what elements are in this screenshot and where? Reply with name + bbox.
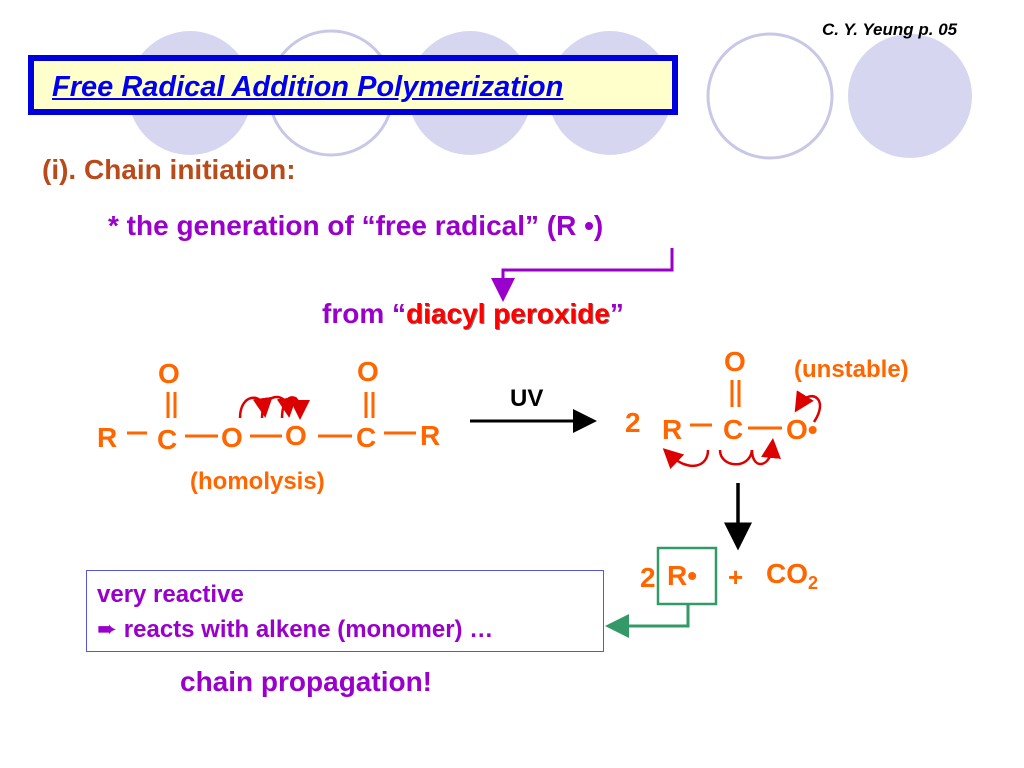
co2-text: CO [766, 558, 808, 589]
peroxide-C-right: C [356, 422, 377, 453]
unstable-label: (unstable) [794, 356, 909, 383]
from-diacyl-peroxide: from “diacyl peroxide” [322, 298, 624, 330]
arrow-right-icon: ➨ [97, 616, 118, 643]
diacyl-peroxide-highlight: diacyl peroxide [406, 298, 610, 329]
peroxide-O1: O [221, 422, 243, 453]
peroxide-O-top-left: O [158, 358, 180, 389]
acyloxy-coefficient: 2 [625, 407, 641, 438]
bg-circle-filled [848, 34, 972, 158]
product-plus: + [728, 562, 744, 592]
purple-elbow-arrow [491, 248, 674, 302]
peroxide-R-right: R [420, 420, 441, 451]
very-reactive-text: very reactive [97, 581, 244, 608]
uv-label: UV [510, 385, 544, 412]
section-heading: (i). Chain initiation: [42, 154, 296, 185]
electron-arrow-3 [280, 396, 310, 420]
product-coefficient: 2 [640, 562, 656, 593]
reacts-with-alkene-text: ➨ reacts with alkene (monomer) … [97, 616, 494, 643]
peroxide-O2: O [285, 420, 307, 451]
author-page-label: C. Y. Yeung p. 05 [822, 20, 958, 39]
from-prefix: from “ [322, 298, 406, 329]
electron-arrow-acyloxy-bond [718, 449, 754, 466]
product-R-radical: R• [667, 560, 698, 591]
peroxide-O-top-right: O [357, 356, 379, 387]
acyloxy-R: R [662, 414, 683, 445]
electron-arrow-2 [260, 395, 297, 419]
slide-title: Free Radical Addition Polymerization [52, 71, 564, 103]
green-elbow-arrow [605, 604, 690, 638]
reactive-note-box: very reactive ➨ reacts with alkene (mono… [86, 570, 604, 652]
electron-arrow-1 [238, 396, 273, 419]
electron-arrow-acyloxy-O [794, 390, 822, 423]
product-co2: CO2 [766, 558, 818, 594]
peroxide-R-left: R [97, 422, 118, 453]
co2-subscript: 2 [808, 573, 819, 593]
generation-text: * the generation of “free radical” (R •) [108, 210, 604, 241]
homolysis-label: (homolysis) [190, 468, 325, 495]
acyloxy-C: C [723, 414, 744, 445]
from-suffix: ” [609, 298, 624, 329]
title-box: Free Radical Addition Polymerization [28, 55, 678, 115]
acyloxy-O-top: O [724, 346, 746, 377]
chain-propagation-text: chain propagation! [180, 666, 432, 697]
bg-circle-outline [706, 32, 834, 160]
electron-arrow-acyloxy-C [750, 438, 781, 466]
peroxide-C-left: C [157, 424, 178, 455]
acyloxy-O-radical: O• [786, 414, 818, 445]
electron-arrow-acyloxy-R [662, 448, 710, 470]
